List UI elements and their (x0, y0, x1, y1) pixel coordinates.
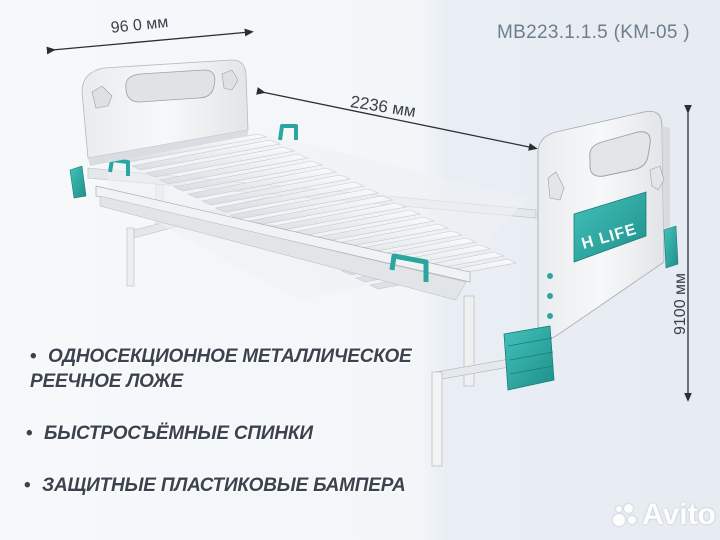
avito-watermark: Avito (612, 498, 716, 532)
avito-logo-text: Avito (642, 498, 716, 531)
model-number: MB223.1.1.5 (KM-05 ) (497, 22, 690, 43)
height-dimension-label: 9100 мм (672, 272, 689, 335)
avito-logo-icon (612, 502, 638, 528)
